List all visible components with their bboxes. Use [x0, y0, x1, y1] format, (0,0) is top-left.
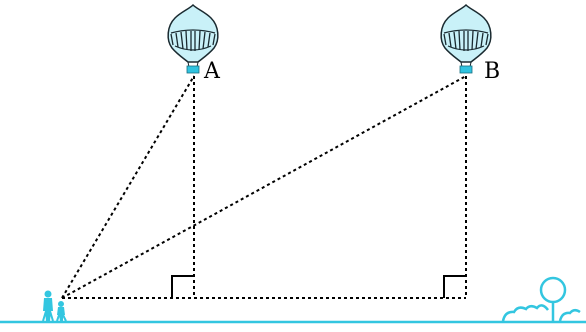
label-a: A	[203, 59, 221, 84]
people-icon	[42, 290, 67, 322]
sight-line-a	[61, 75, 195, 299]
hot-air-balloon-icon	[440, 3, 492, 74]
tree-icon	[501, 276, 581, 322]
hot-air-balloon-icon	[167, 3, 219, 74]
right-angle-marker-b	[443, 275, 466, 298]
sight-line-b	[61, 75, 467, 299]
right-angle-marker-a	[171, 275, 194, 298]
label-b: B	[484, 59, 500, 84]
